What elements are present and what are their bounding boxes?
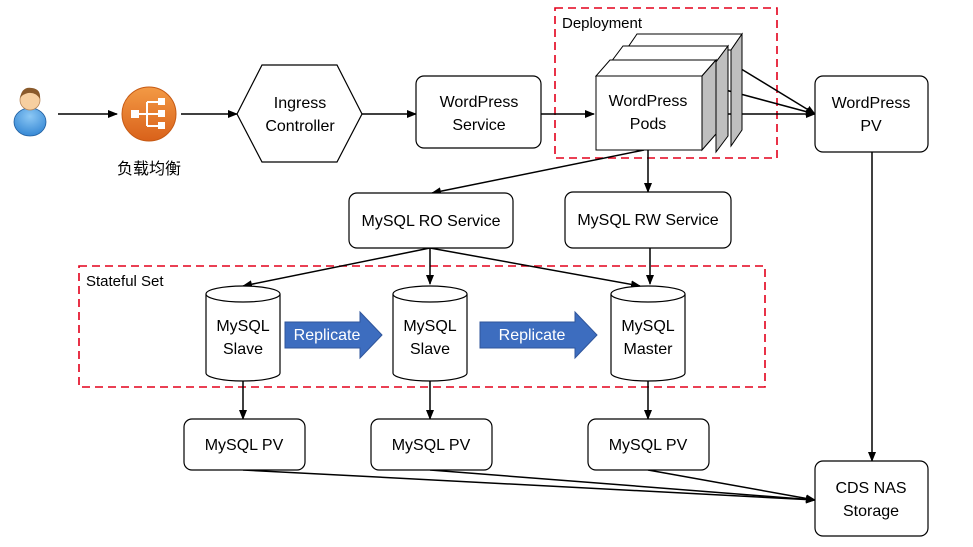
mysql-rw-service-label: MySQL RW Service [577, 212, 718, 229]
db3-line2: Master [624, 341, 674, 358]
deployment-label: Deployment [562, 15, 643, 32]
db1-line1: MySQL [216, 318, 269, 335]
db2-line2: Slave [410, 341, 450, 358]
replicate-arrow-1: Replicate [284, 310, 383, 360]
nas-line2: Storage [843, 503, 899, 520]
wordpress-service-line1: WordPress [440, 94, 519, 111]
db1-line2: Slave [223, 341, 263, 358]
stateful-set-group [78, 265, 766, 388]
ingress-controller-node[interactable]: Ingress Controller [236, 64, 363, 163]
mysql-ro-service-label: MySQL RO Service [362, 213, 501, 230]
mysql-rw-service-node[interactable]: MySQL RW Service [564, 191, 732, 249]
cds-nas-storage-node[interactable]: CDS NAS Storage [814, 460, 929, 537]
wordpress-service-node[interactable]: WordPress Service [415, 75, 542, 149]
replicate-label-1: Replicate [294, 327, 361, 344]
replicate-label-2: Replicate [499, 327, 566, 344]
mysql-pv-1-node[interactable]: MySQL PV [183, 418, 306, 471]
edge-ro-to-master [429, 247, 641, 289]
ingress-line1: Ingress [274, 95, 326, 112]
mysql-slave-1-db[interactable]: MySQL Slave [205, 285, 281, 382]
wordpress-pods-line2: Pods [630, 116, 666, 133]
load-balancer-label: 负载均衡 [117, 159, 181, 178]
mysql-pv-2-label: MySQL PV [392, 437, 471, 454]
mysql-slave-2-db[interactable]: MySQL Slave [392, 285, 468, 382]
wordpress-pv-line1: WordPress [832, 95, 911, 112]
mysql-pv-1-label: MySQL PV [205, 437, 284, 454]
wordpress-pods-line1: WordPress [609, 93, 688, 110]
mysql-pv-2-node[interactable]: MySQL PV [370, 418, 493, 471]
edge-pods-to-wppv-3 [732, 63, 816, 115]
deployment-group [554, 7, 778, 159]
db2-line1: MySQL [403, 318, 456, 335]
mysql-pv-3-node[interactable]: MySQL PV [587, 418, 710, 471]
mysql-ro-service-node[interactable]: MySQL RO Service [348, 192, 514, 249]
wordpress-service-line2: Service [452, 117, 505, 134]
db3-line1: MySQL [621, 318, 674, 335]
edges [58, 63, 876, 504]
stateful-set-label: Stateful Set [86, 273, 164, 290]
edge-pv3-to-nas [647, 469, 816, 503]
nas-line1: CDS NAS [835, 480, 906, 497]
replicate-arrow-2: Replicate [479, 310, 598, 360]
mysql-master-db[interactable]: MySQL Master [610, 285, 686, 382]
edge-ro-to-slave1 [242, 247, 431, 289]
ingress-line2: Controller [265, 118, 335, 135]
wordpress-pods-node[interactable]: WordPress Pods [594, 32, 743, 154]
wordpress-pv-node[interactable]: WordPress PV [814, 75, 929, 153]
wordpress-pv-line2: PV [860, 118, 882, 135]
mysql-pv-3-label: MySQL PV [609, 437, 688, 454]
load-balancer-icon[interactable] [121, 86, 177, 142]
edge-pv1-to-nas [242, 469, 816, 504]
edge-pods-to-ro-service [431, 149, 645, 196]
edge-pv2-to-nas [429, 469, 816, 504]
user-avatar-icon [13, 87, 47, 137]
